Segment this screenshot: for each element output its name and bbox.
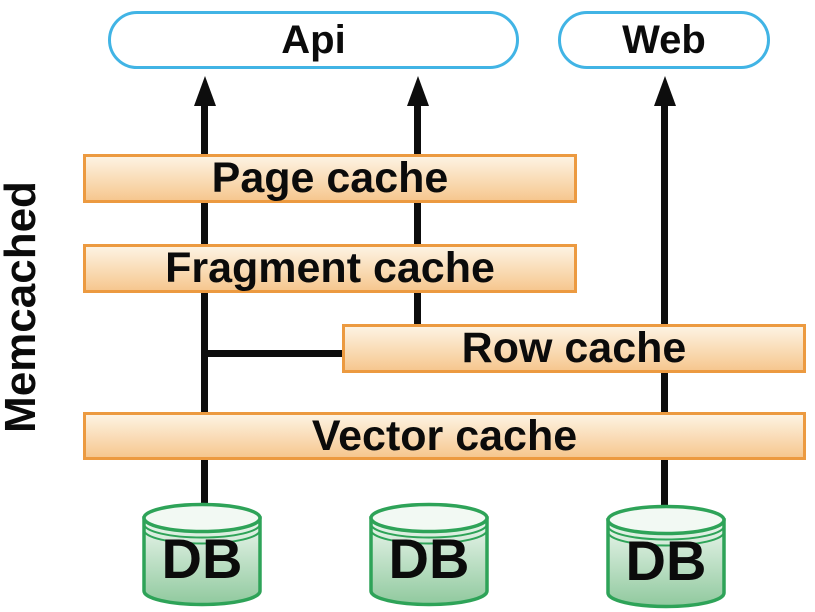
db-platter-line — [143, 529, 261, 545]
arrowhead-to-api-right — [407, 76, 429, 106]
database-cylinder-right: DB — [606, 504, 726, 609]
db-platter-line — [143, 523, 261, 539]
db-body — [142, 516, 262, 607]
db-body — [369, 516, 489, 607]
db-platter-line — [370, 529, 488, 545]
db-platter-line — [607, 525, 725, 541]
arrowhead-to-web — [654, 76, 676, 106]
db-top — [606, 504, 726, 536]
db-top — [142, 502, 262, 534]
memcached-label: Memcached — [0, 181, 45, 433]
db-top — [369, 502, 489, 534]
web-node-label: Web — [622, 17, 706, 62]
db-body — [606, 518, 726, 609]
db-label: DB — [626, 529, 707, 592]
db-platter-line — [607, 531, 725, 547]
page-cache-box: Page cache — [83, 154, 577, 203]
web-node: Web — [558, 11, 770, 69]
database-cylinder-left: DB — [142, 502, 262, 607]
row-cache-box: Row cache — [342, 324, 806, 373]
db-platter-line — [370, 523, 488, 539]
arrowhead-to-api-left — [194, 76, 216, 106]
fragment-cache-box: Fragment cache — [83, 244, 577, 293]
db-label: DB — [389, 527, 470, 590]
api-node: Api — [108, 11, 519, 69]
db-label: DB — [162, 527, 243, 590]
line-db1-to-api — [201, 98, 208, 507]
line-rowcache-to-api — [414, 98, 421, 328]
branch-line-to-row-cache — [202, 350, 346, 357]
database-cylinder-middle: DB — [369, 502, 489, 607]
page-cache-label: Page cache — [211, 154, 449, 202]
vector-cache-box: Vector cache — [83, 412, 806, 460]
line-db3-to-web — [661, 98, 668, 510]
fragment-cache-label: Fragment cache — [165, 244, 495, 292]
vector-cache-label: Vector cache — [311, 411, 578, 460]
row-cache-label: Row cache — [461, 324, 687, 372]
api-node-label: Api — [281, 17, 346, 62]
